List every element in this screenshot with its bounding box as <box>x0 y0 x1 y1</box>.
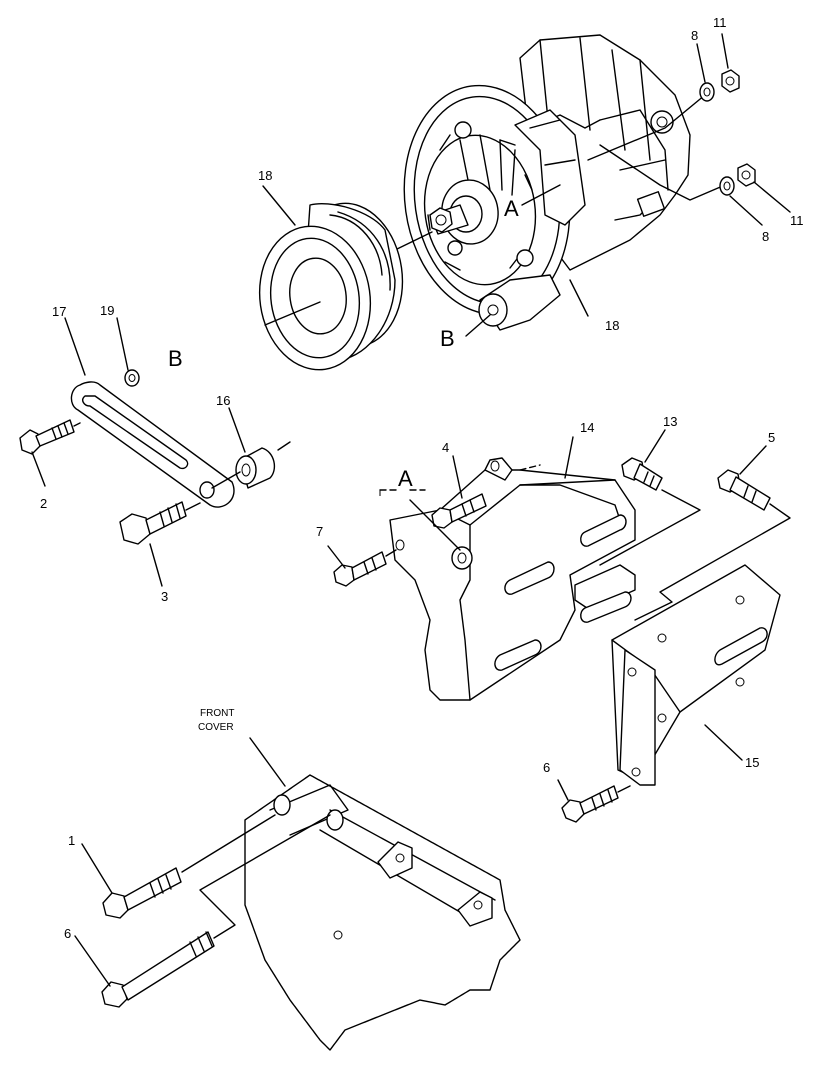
callout-leaders <box>31 33 791 987</box>
bolt-5 <box>717 469 771 511</box>
callout-12: 13 <box>663 414 677 429</box>
ref-a-leader <box>521 184 561 206</box>
callout-5: 5 <box>768 430 775 445</box>
nut-11-lower <box>737 163 756 187</box>
bolt-3 <box>119 501 201 545</box>
callout-18: 18 <box>258 168 272 183</box>
front-cover-label-line1: FRONT <box>200 708 234 719</box>
alternator <box>403 34 691 331</box>
callout-3: 3 <box>161 589 168 604</box>
strap-spacer-line <box>211 471 241 489</box>
bolt-7 <box>333 549 397 587</box>
callout-15: 17 <box>52 304 66 319</box>
bracket-dash-top <box>519 464 541 471</box>
callout-6-cover: 6 <box>64 926 71 941</box>
callout-4: 4 <box>442 440 449 455</box>
callout-6-plate: 6 <box>543 760 550 775</box>
lower-stud-line <box>599 144 726 201</box>
ref-b-alternator: B <box>440 326 455 351</box>
bolt-12 <box>621 457 663 491</box>
front-cover <box>244 774 521 1051</box>
bolt-6-plate <box>561 785 631 823</box>
adjusting-strap <box>70 381 235 508</box>
callout-13: 14 <box>580 420 594 435</box>
callout-11-lower: 11 <box>790 213 804 228</box>
shaft-leader <box>394 231 433 251</box>
bolt-4 <box>431 493 487 529</box>
bolt5-line <box>634 503 791 621</box>
ref-a-bracket: A <box>398 466 413 491</box>
bolt12-line <box>599 489 701 566</box>
callout-8-lower: 8 <box>762 229 769 244</box>
ref-b-strap: B <box>168 346 183 371</box>
spacer <box>235 441 291 489</box>
callout-8-upper: 8 <box>691 28 698 43</box>
callout-7: 7 <box>316 524 323 539</box>
washer-8-upper <box>699 82 715 102</box>
callout-2: 2 <box>40 496 47 511</box>
bolt-1 <box>102 814 276 919</box>
pulley <box>258 202 404 371</box>
front-cover-label-line2: COVER <box>198 722 234 733</box>
upper-stud-line <box>587 94 706 161</box>
washer-8-lower <box>719 176 735 196</box>
plate-14 <box>611 564 781 786</box>
ref-a-leader-bracket <box>409 499 461 551</box>
washer-19 <box>124 369 140 387</box>
ref-a-alternator: A <box>504 196 519 221</box>
callout-16: 16 <box>216 393 230 408</box>
callout-14: 15 <box>745 755 759 770</box>
bracket-13 <box>389 457 636 701</box>
callout-1: 1 <box>68 833 75 848</box>
nut-11-upper <box>721 69 740 93</box>
callout-19: 19 <box>100 303 114 318</box>
bolt-2 <box>19 419 81 455</box>
callout-11-upper: 11 <box>713 15 727 30</box>
bolt-6-cover <box>101 814 331 1008</box>
callout-17: 18 <box>605 318 619 333</box>
